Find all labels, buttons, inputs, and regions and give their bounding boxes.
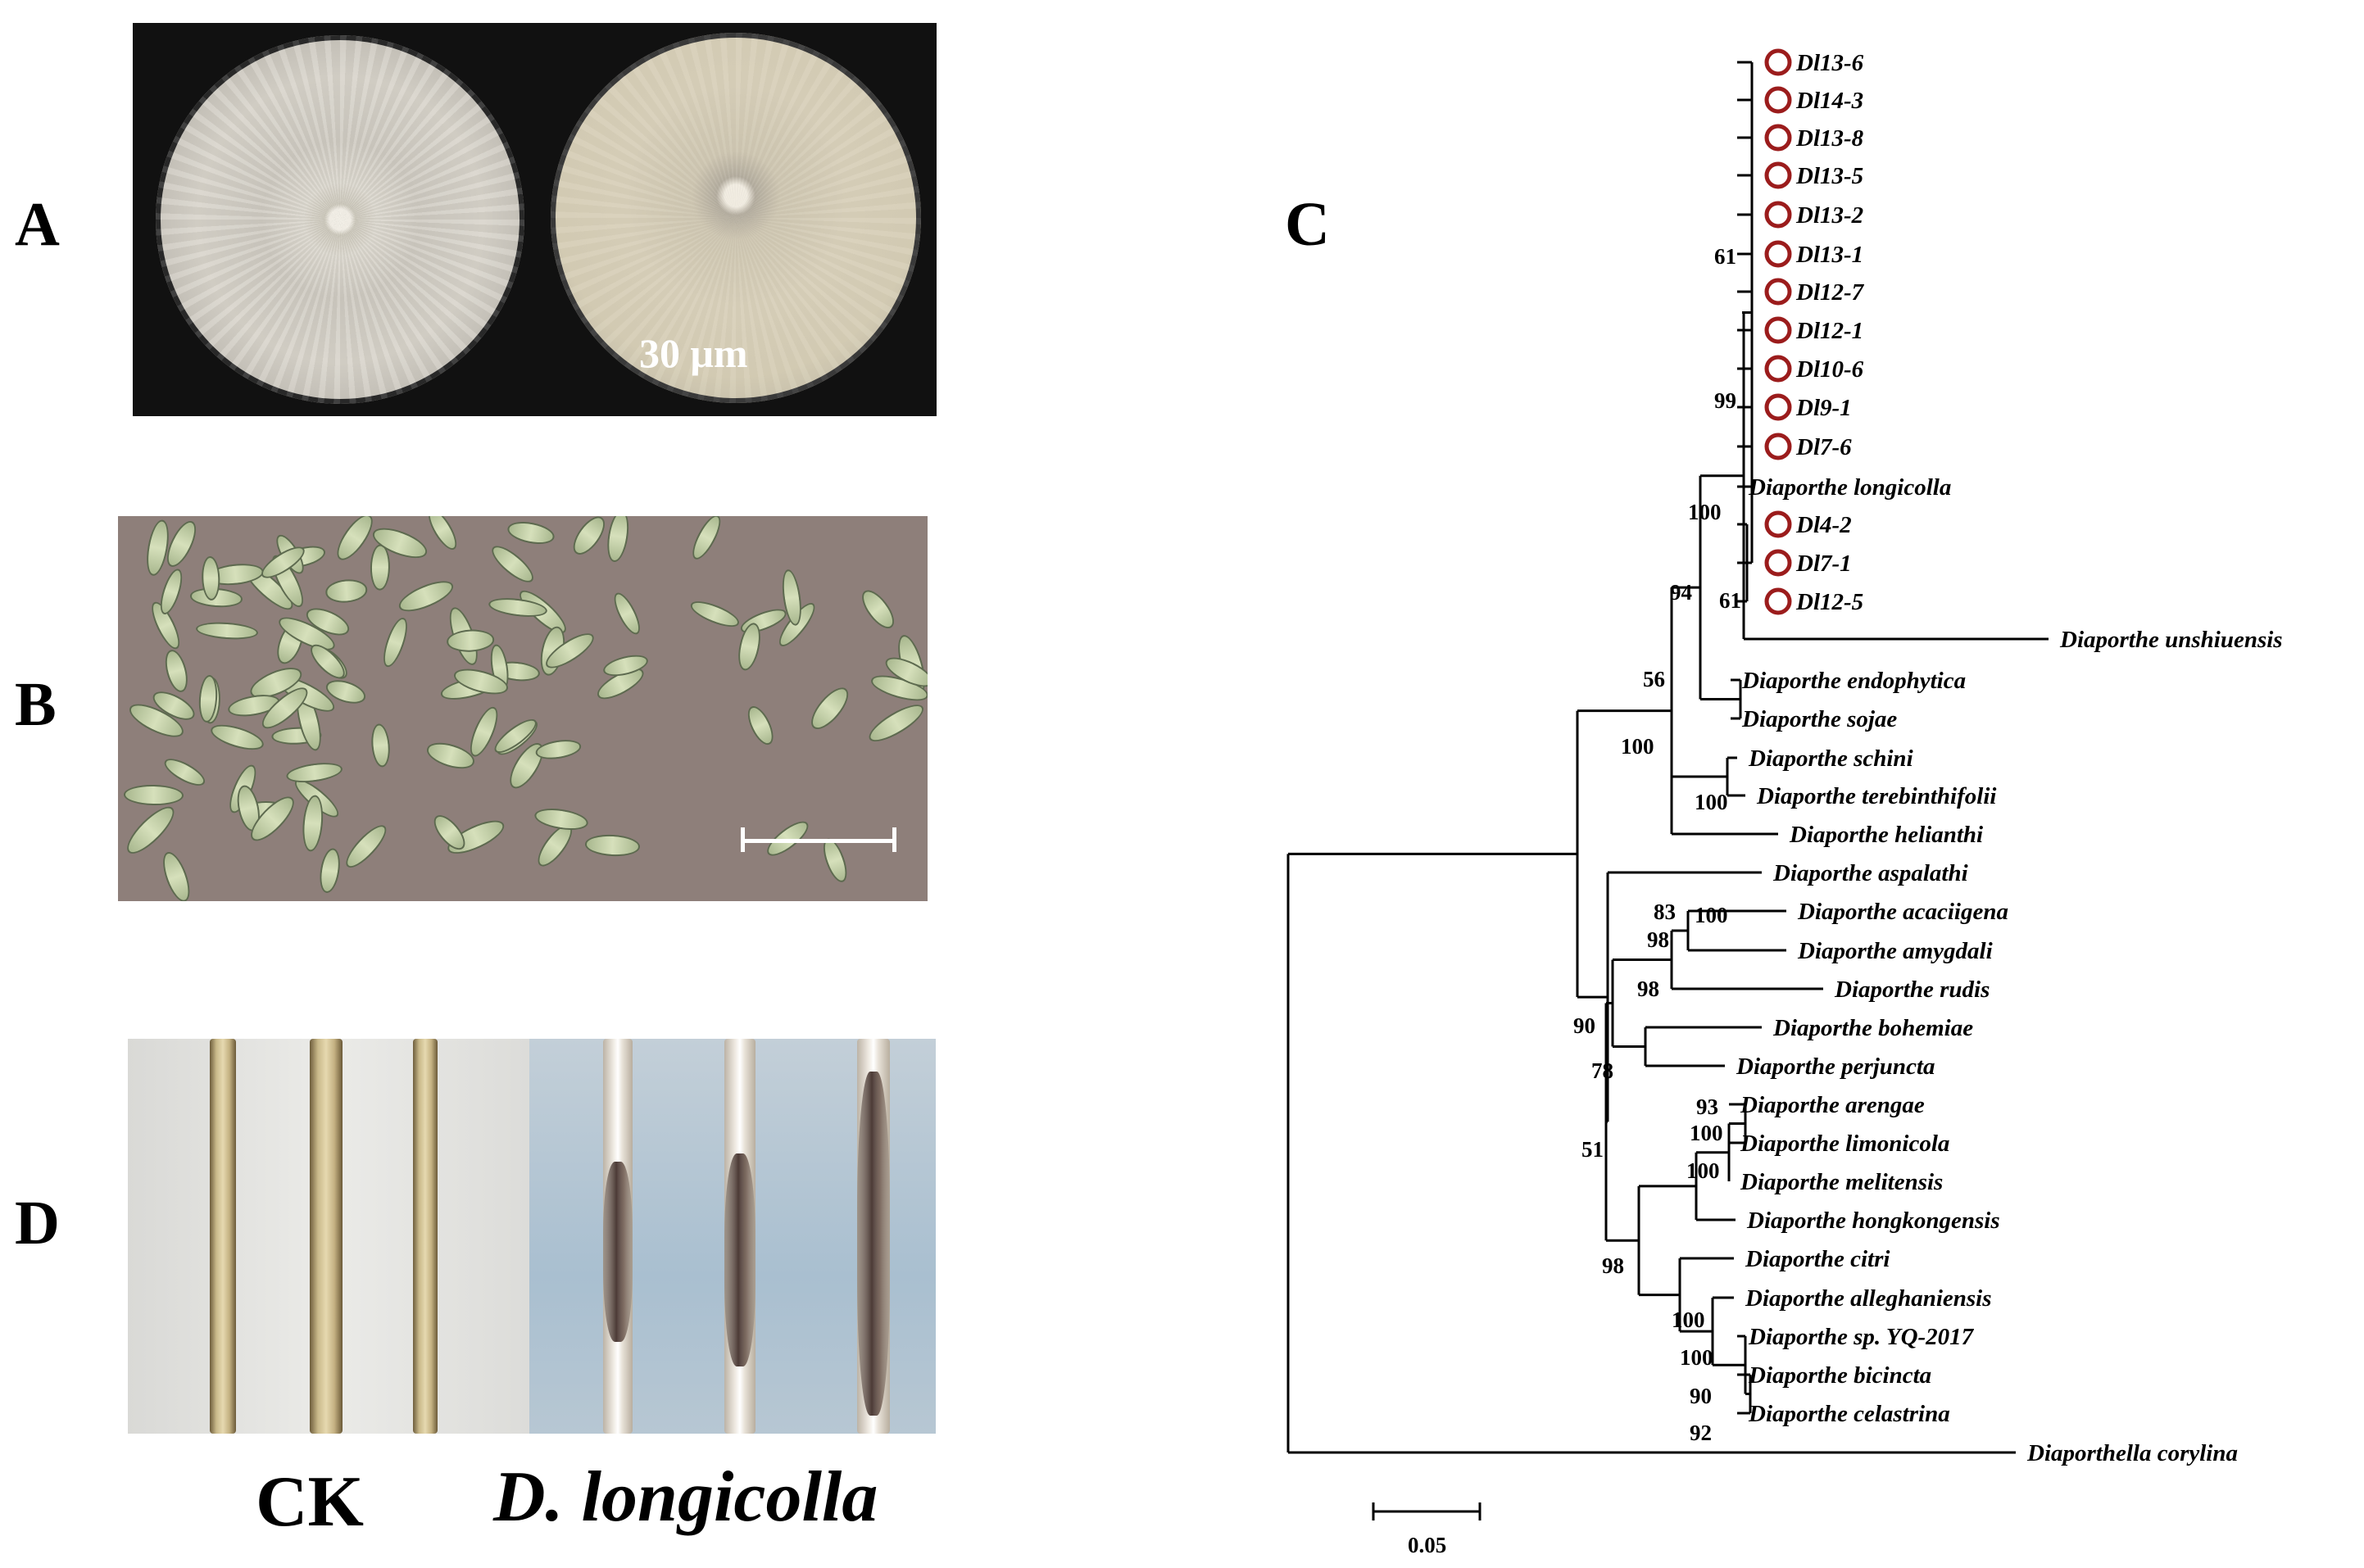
micrograph-scale-bar	[741, 827, 896, 877]
isolate-marker-icon	[1764, 161, 1792, 189]
taxon-label: Diaporthe citri	[1745, 1246, 1890, 1272]
isolate-label: Dl14-3	[1795, 88, 1863, 114]
isolate-label: Dl10-6	[1795, 356, 1864, 383]
isolate-marker-icon	[1764, 433, 1792, 460]
bootstrap-value: 83	[1654, 900, 1676, 924]
isolate-label: Dl13-6	[1795, 50, 1864, 76]
bootstrap-value: 100	[1690, 1121, 1723, 1145]
taxon-label: Diaporthe celastrina	[1748, 1401, 1950, 1427]
bootstrap-value: 100	[1672, 1307, 1705, 1332]
isolate-label: Dl9-1	[1795, 395, 1852, 421]
bootstrap-value: 90	[1573, 1013, 1595, 1038]
stem-lesion	[724, 1153, 755, 1366]
taxon-label: Diaporthe arengae	[1740, 1092, 1925, 1118]
bootstrap-value: 98	[1647, 927, 1669, 952]
bootstrap-value: 100	[1686, 1158, 1720, 1183]
panel-label-a: A	[15, 190, 60, 259]
isolate-label: Dl13-5	[1795, 163, 1863, 189]
stem-inoculation-panel	[128, 1039, 936, 1434]
taxon-label: Diaporthe aspalathi	[1772, 860, 1968, 886]
isolate-label: Dl7-6	[1795, 434, 1852, 460]
bootstrap-value: 61	[1719, 588, 1741, 613]
petri-dish-reverse	[551, 33, 921, 403]
isolate-label: Dl13-2	[1795, 202, 1863, 229]
taxon-label: Diaporthella corylina	[2026, 1440, 2238, 1466]
bootstrap-value: 56	[1643, 667, 1665, 691]
isolate-marker-icon	[1764, 316, 1792, 344]
isolate-label: Dl13-8	[1795, 125, 1864, 152]
taxon-label: Diaporthe unshiuensis	[2059, 627, 2283, 653]
bootstrap-value: 94	[1670, 580, 1692, 605]
tree-scale-label: 0.05	[1408, 1533, 1446, 1557]
colony-photo-panel	[133, 23, 937, 416]
micrograph-scale-label: 30 μm	[639, 330, 748, 376]
taxon-label: Diaporthe acaciigena	[1797, 899, 2008, 925]
isolate-marker-icon	[1764, 86, 1792, 114]
isolate-marker-icon	[1764, 393, 1792, 421]
isolate-marker-icon	[1764, 549, 1792, 577]
isolate-marker-icon	[1764, 201, 1792, 229]
panel-label-b: B	[15, 670, 57, 739]
isolate-marker-icon	[1764, 278, 1792, 306]
isolate-marker-icon	[1764, 240, 1792, 268]
taxon-label: Diaporthe sojae	[1741, 706, 1897, 732]
isolate-marker-icon	[1764, 355, 1792, 383]
bootstrap-value: 92	[1690, 1421, 1712, 1445]
control-stem	[210, 1039, 236, 1434]
petri-dish-front	[156, 35, 524, 404]
isolate-label: Dl12-1	[1795, 318, 1863, 344]
taxon-label: Diaporthe rudis	[1834, 977, 1990, 1003]
treatment-caption: D. longicolla	[493, 1457, 878, 1537]
taxon-label: Diaporthe perjuncta	[1736, 1054, 1935, 1080]
isolate-label: Dl12-5	[1795, 589, 1863, 615]
isolate-label: Dl12-7	[1795, 279, 1865, 306]
bootstrap-value: 100	[1688, 500, 1722, 524]
bootstrap-value: 98	[1637, 977, 1659, 1001]
isolate-marker-icon	[1764, 124, 1792, 152]
panel-label-c: C	[1285, 190, 1330, 259]
bootstrap-value: 93	[1696, 1094, 1718, 1119]
control-caption: CK	[256, 1462, 364, 1542]
taxon-label: Diaporthe schini	[1748, 745, 1913, 772]
isolate-marker-icon	[1764, 48, 1792, 76]
control-stem	[413, 1039, 438, 1434]
taxon-label: Diaporthe bohemiae	[1772, 1015, 1973, 1041]
isolate-label: Dl7-1	[1795, 551, 1852, 577]
bootstrap-value: 100	[1621, 734, 1654, 759]
bootstrap-value: 100	[1695, 790, 1728, 814]
isolate-label: Dl13-1	[1795, 242, 1863, 268]
stem-lesion	[857, 1072, 890, 1416]
taxon-label: Diaporthe endophytica	[1741, 668, 1966, 694]
taxon-label: Diaporthe bicincta	[1748, 1362, 1931, 1389]
bootstrap-value: 90	[1690, 1384, 1712, 1408]
bootstrap-value: 99	[1714, 388, 1736, 413]
bootstrap-value: 61	[1714, 244, 1736, 269]
bootstrap-value: 51	[1581, 1137, 1604, 1162]
bootstrap-value: 100	[1695, 903, 1728, 927]
conidia-micrograph-panel	[118, 516, 928, 901]
stem-lesion	[603, 1162, 633, 1342]
bootstrap-value: 78	[1591, 1058, 1613, 1083]
taxon-label: Diaporthe hongkongensis	[1746, 1208, 2000, 1234]
bootstrap-value: 98	[1602, 1253, 1624, 1278]
taxon-label: Diaporthe helianthi	[1789, 822, 1983, 848]
taxon-label: Diaporthe sp. YQ-2017	[1748, 1324, 1975, 1350]
taxon-label: Diaporthe amygdali	[1797, 938, 1993, 964]
isolate-label: Dl4-2	[1795, 512, 1852, 538]
isolate-marker-icon	[1764, 587, 1792, 615]
panel-label-d: D	[15, 1189, 60, 1258]
taxon-label: Diaporthe melitensis	[1740, 1169, 1943, 1195]
taxon-label: Diaporthe terebinthifolii	[1756, 783, 1996, 809]
bootstrap-value: 100	[1680, 1345, 1713, 1370]
control-stem	[310, 1039, 343, 1434]
taxon-label: Diaporthe limonicola	[1740, 1131, 1949, 1157]
taxon-label: Diaporthe longicolla	[1748, 474, 1951, 501]
isolate-marker-icon	[1764, 510, 1792, 538]
taxon-label: Diaporthe alleghaniensis	[1745, 1285, 1992, 1312]
